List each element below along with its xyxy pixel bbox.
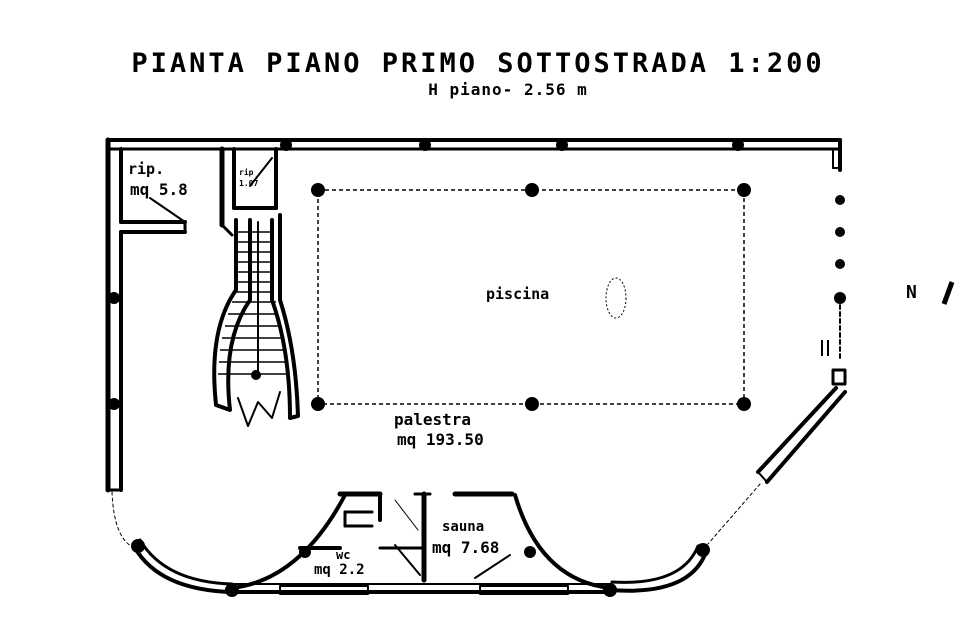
north-arrow-icon [941,281,955,305]
north-label: N [906,282,917,303]
gym-name: palestra [394,410,472,429]
sauna-area: mq 7.68 [432,538,500,557]
small-storage-area: 1.07 [239,179,259,188]
gym-area: mq 193.50 [397,430,484,449]
drawing-title: PIANTA PIANO PRIMO SOTTOSTRADA 1:200 [131,48,825,79]
wc-area: mq 2.2 [314,562,365,578]
wc-name: wc [336,548,351,562]
pool-label: piscina [486,285,550,303]
floor-height-label: H piano- 2.56 m [428,80,588,99]
storage-room-area: mq 5.8 [130,180,188,199]
small-storage-name: rip [239,168,254,177]
sauna-name: sauna [442,519,485,535]
storage-room-name: rip. [128,160,165,178]
